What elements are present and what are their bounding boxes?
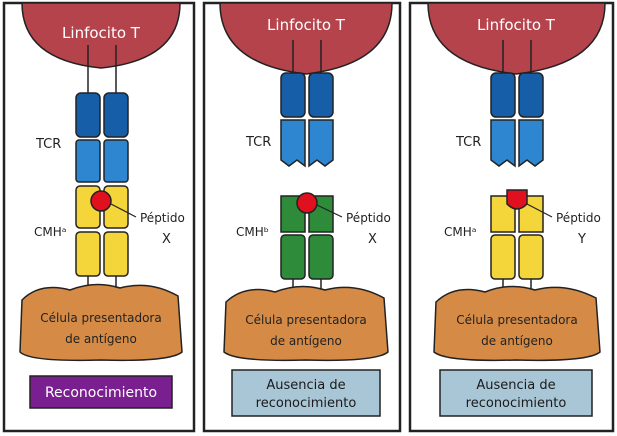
t-cell-label: Linfocito T bbox=[477, 16, 556, 34]
peptide-label: Péptido bbox=[556, 211, 601, 225]
t-cell bbox=[21, 2, 181, 69]
outcome-label: Reconocimiento bbox=[45, 385, 157, 401]
peptide-name: X bbox=[368, 232, 377, 247]
outcome-label-line2: reconocimiento bbox=[466, 396, 567, 411]
tcr bbox=[75, 92, 129, 183]
outcome-label-line1: Ausencia de bbox=[266, 378, 345, 393]
peptide-x bbox=[90, 190, 112, 212]
antigen-presenting-cell bbox=[19, 283, 183, 362]
outcome-label-line2: reconocimiento bbox=[256, 396, 357, 411]
panel-3: Linfocito T TCR CMHᵃ Péptido Y Célula pr… bbox=[408, 1, 615, 433]
tcr-label: TCR bbox=[245, 135, 271, 150]
tcr bbox=[490, 72, 544, 168]
peptide-y bbox=[506, 189, 528, 210]
antigen-presenting-cell bbox=[433, 285, 601, 362]
apc-label-line2: de antígeno bbox=[270, 334, 342, 348]
apc-label-line2: de antígeno bbox=[65, 332, 137, 346]
apc-label-line1: Célula presentadora bbox=[40, 311, 161, 325]
peptide-label: Péptido bbox=[346, 211, 391, 225]
outcome-badge bbox=[29, 375, 173, 409]
tcr bbox=[280, 72, 334, 168]
mhc-label: CMHᵇ bbox=[236, 225, 269, 239]
panel-1: Linfocito T TCR CMHᵃ Péptido X Célula pr… bbox=[2, 1, 196, 433]
apc-label-line1: Célula presentadora bbox=[456, 313, 577, 327]
outcome-label-line1: Ausencia de bbox=[476, 378, 555, 393]
peptide-x bbox=[296, 192, 318, 214]
peptide-name: X bbox=[162, 232, 171, 247]
t-cell bbox=[427, 2, 606, 75]
apc-label-line2: de antígeno bbox=[481, 334, 553, 348]
peptide-label: Péptido bbox=[140, 211, 185, 225]
panel-2: Linfocito T TCR CMHᵇ Péptido X Célula pr… bbox=[202, 1, 402, 433]
outcome-badge bbox=[439, 369, 593, 417]
mhc bbox=[75, 185, 129, 277]
tcr-label: TCR bbox=[455, 135, 481, 150]
mhc bbox=[490, 195, 544, 280]
mhc-label: CMHᵃ bbox=[444, 225, 476, 239]
t-cell-label: Linfocito T bbox=[62, 24, 141, 42]
antigen-presenting-cell bbox=[223, 285, 389, 362]
outcome-badge bbox=[231, 369, 381, 417]
peptide-name: Y bbox=[577, 232, 586, 247]
tcr-label: TCR bbox=[35, 137, 61, 152]
apc-label-line1: Célula presentadora bbox=[245, 313, 366, 327]
mhc-label: CMHᵃ bbox=[34, 225, 66, 239]
t-cell bbox=[219, 2, 393, 75]
t-cell-label: Linfocito T bbox=[267, 16, 346, 34]
